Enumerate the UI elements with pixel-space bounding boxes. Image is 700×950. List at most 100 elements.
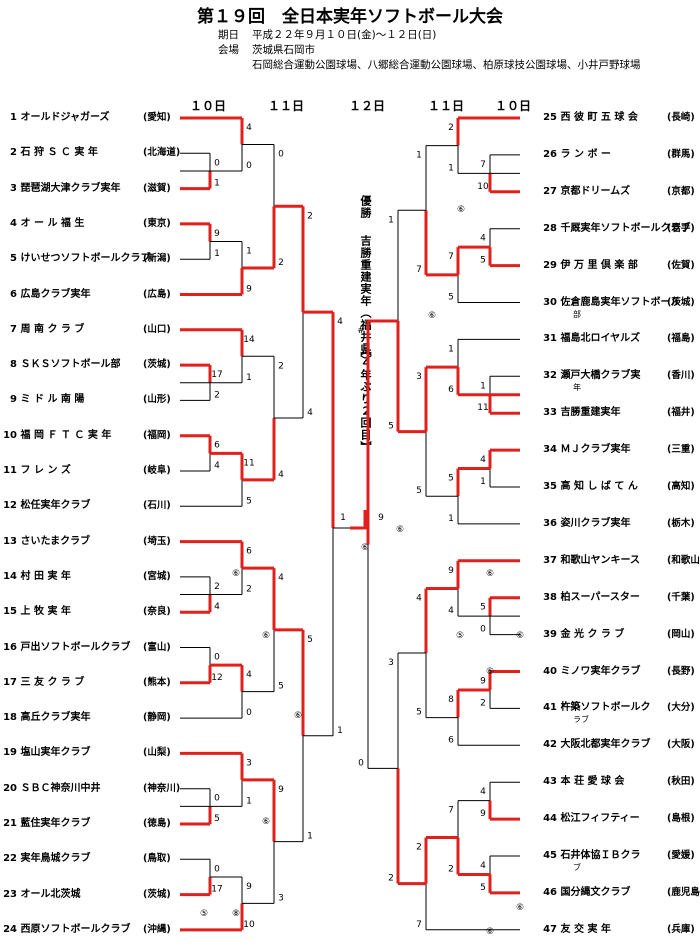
team-prefecture: (神奈川) <box>143 782 181 794</box>
team-prefecture: (富山) <box>143 641 171 653</box>
team-prefecture: (山口) <box>143 323 171 335</box>
team-name: 千厩実年ソフトボールクラブ <box>557 222 691 234</box>
match-score: 1 <box>246 247 252 257</box>
match-score: 9 <box>246 882 252 892</box>
team-name: 杵築ソフトボールク <box>557 702 651 714</box>
team-number: 23 <box>3 888 17 900</box>
team-number: 38 <box>543 591 557 603</box>
match-score: # <box>357 326 365 336</box>
team-prefecture: (三重) <box>667 444 695 456</box>
team-name: ＳＫＳソフトボール部 <box>17 359 121 371</box>
team-name-continued: ラブ <box>573 715 589 725</box>
match-score: 2 <box>388 874 394 884</box>
day-label-right-11: １１日 <box>428 99 465 113</box>
team-entry: 17 三 友 ク ラ ブ(熊本) <box>3 675 171 691</box>
team-entry: 21 藍住実年クラブ(徳島) <box>3 816 171 832</box>
team-prefecture: (広島) <box>143 288 171 300</box>
match-score: 2 <box>214 390 220 400</box>
team-prefecture: (栃木) <box>667 517 695 529</box>
team-prefecture: (奈良) <box>143 606 171 618</box>
game-number-mark: ⑥ <box>294 711 302 721</box>
match-score: 9 <box>480 809 486 819</box>
team-name: ミ ド ル 南 陽 <box>17 394 85 406</box>
match-score: 0 <box>358 758 364 768</box>
venue-fields: 石岡総合運動公園球場、八郷総合運動公園球場、柏原球技公園球場、小井戸野球場 <box>252 59 641 71</box>
match-score: 1 <box>448 514 454 524</box>
team-prefecture: (徳島) <box>143 818 171 829</box>
team-name: 福 岡 Ｆ Ｔ Ｃ 実 年 <box>17 429 112 441</box>
day-label-final-12: １２日 <box>349 99 386 113</box>
team-number: 7 <box>10 323 17 335</box>
team-name: 周 南 ク ラ ブ <box>17 323 85 335</box>
match-score: 4 <box>214 461 220 471</box>
game-number-mark: ⑥ <box>486 927 494 937</box>
team-name: 金 光 ク ラ ブ <box>557 628 625 640</box>
match-score: 9 <box>214 229 220 239</box>
team-prefecture: (鳥取) <box>143 853 171 865</box>
match-score: 0 <box>246 161 252 171</box>
team-prefecture: (石川) <box>143 500 171 512</box>
team-entry: 20 ＳＢＣ神奈川中井(神奈川) <box>3 781 180 797</box>
team-entry: 22 実年鳥城クラブ(鳥取) <box>3 851 171 867</box>
match-score: 4 <box>480 787 486 797</box>
team-number: 9 <box>10 394 17 406</box>
team-prefecture: (福岡) <box>143 429 171 441</box>
team-entry: 40 ミノワ実年クラブ(長野) <box>543 664 695 680</box>
team-prefecture: (和歌山) <box>667 554 700 566</box>
team-entry: 38 柏スーパースター(千葉) <box>543 590 695 606</box>
team-number: 44 <box>543 813 557 825</box>
team-name: 藍住実年クラブ <box>17 818 91 829</box>
team-prefecture: (香川) <box>667 370 695 382</box>
match-score: 2 <box>448 123 454 133</box>
team-entry: 43 本 荘 愛 球 会(秋田) <box>543 774 695 790</box>
team-prefecture: (大阪) <box>667 739 695 751</box>
match-score: 6 <box>448 385 454 395</box>
match-score: 1 <box>246 373 252 383</box>
team-name-continued: ブ <box>573 863 581 872</box>
match-score: 3 <box>388 658 394 668</box>
team-entry: 36 姿川クラブ実年(栃木) <box>543 516 695 532</box>
team-number: 11 <box>3 465 17 476</box>
team-name: 上 牧 実 年 <box>17 606 71 618</box>
team-prefecture: (埼玉) <box>143 535 171 547</box>
team-prefecture: (茨城) <box>143 888 171 900</box>
match-score: 5 <box>480 603 486 613</box>
team-prefecture: (兵庫) <box>667 923 695 935</box>
game-number-mark: ⑥ <box>486 667 494 677</box>
team-entry: 47 友 交 実 年(兵庫) <box>543 922 695 938</box>
team-prefecture: (熊本) <box>143 676 171 688</box>
match-score: 7 <box>416 265 422 275</box>
team-entry: 9 ミ ド ル 南 陽 (山形) <box>3 392 171 408</box>
team-name: 京都ドリームズ <box>557 185 631 197</box>
team-entry: 41 杵築ソフトボールク(大分)ラブ <box>543 700 695 724</box>
team-prefecture: (秋田) <box>667 776 695 788</box>
team-entry: 8 ＳＫＳソフトボール部(茨城) <box>3 357 171 373</box>
team-name: 石 狩 Ｓ Ｃ 実 年 <box>17 147 98 159</box>
team-name: 姿川クラブ実年 <box>557 517 631 529</box>
team-prefecture: (長野) <box>667 665 695 677</box>
team-number: 15 <box>3 606 17 618</box>
team-name: ＳＢＣ神奈川中井 <box>17 782 101 794</box>
team-name: 福島北ロイヤルズ <box>557 333 641 345</box>
team-prefecture: (島根) <box>667 813 695 825</box>
team-entry: 34 ＭＪクラブ実年(三重) <box>543 442 695 458</box>
team-name: 伊 万 里 倶 楽 部 <box>557 259 638 271</box>
team-name: 広島クラブ実年 <box>17 288 91 300</box>
match-score: 9 <box>480 677 486 687</box>
team-prefecture: (静岡) <box>143 712 171 724</box>
team-prefecture: (高知) <box>667 481 695 492</box>
team-entry: 42 大阪北都実年クラブ(大阪) <box>543 737 695 753</box>
team-prefecture: (佐賀) <box>667 259 695 271</box>
team-entry: 32 瀬戸大橋クラブ実(香川)年 <box>543 368 695 392</box>
match-score: 2 <box>278 258 284 268</box>
team-number: 46 <box>543 886 557 898</box>
match-score: 9 <box>448 566 454 576</box>
match-score: 1 <box>448 344 454 354</box>
team-prefecture: (滋賀) <box>143 182 171 194</box>
day-label-right-10: １０日 <box>495 99 532 113</box>
team-entry: 37 和歌山ヤンキース(和歌山) <box>543 553 700 569</box>
team-entry: 2 石 狩 Ｓ Ｃ 実 年(北海道) <box>3 145 180 161</box>
team-prefecture: (山形) <box>143 394 171 406</box>
match-score: 5 <box>388 422 394 432</box>
team-entry: 12 松任実年クラブ(石川) <box>3 498 171 514</box>
